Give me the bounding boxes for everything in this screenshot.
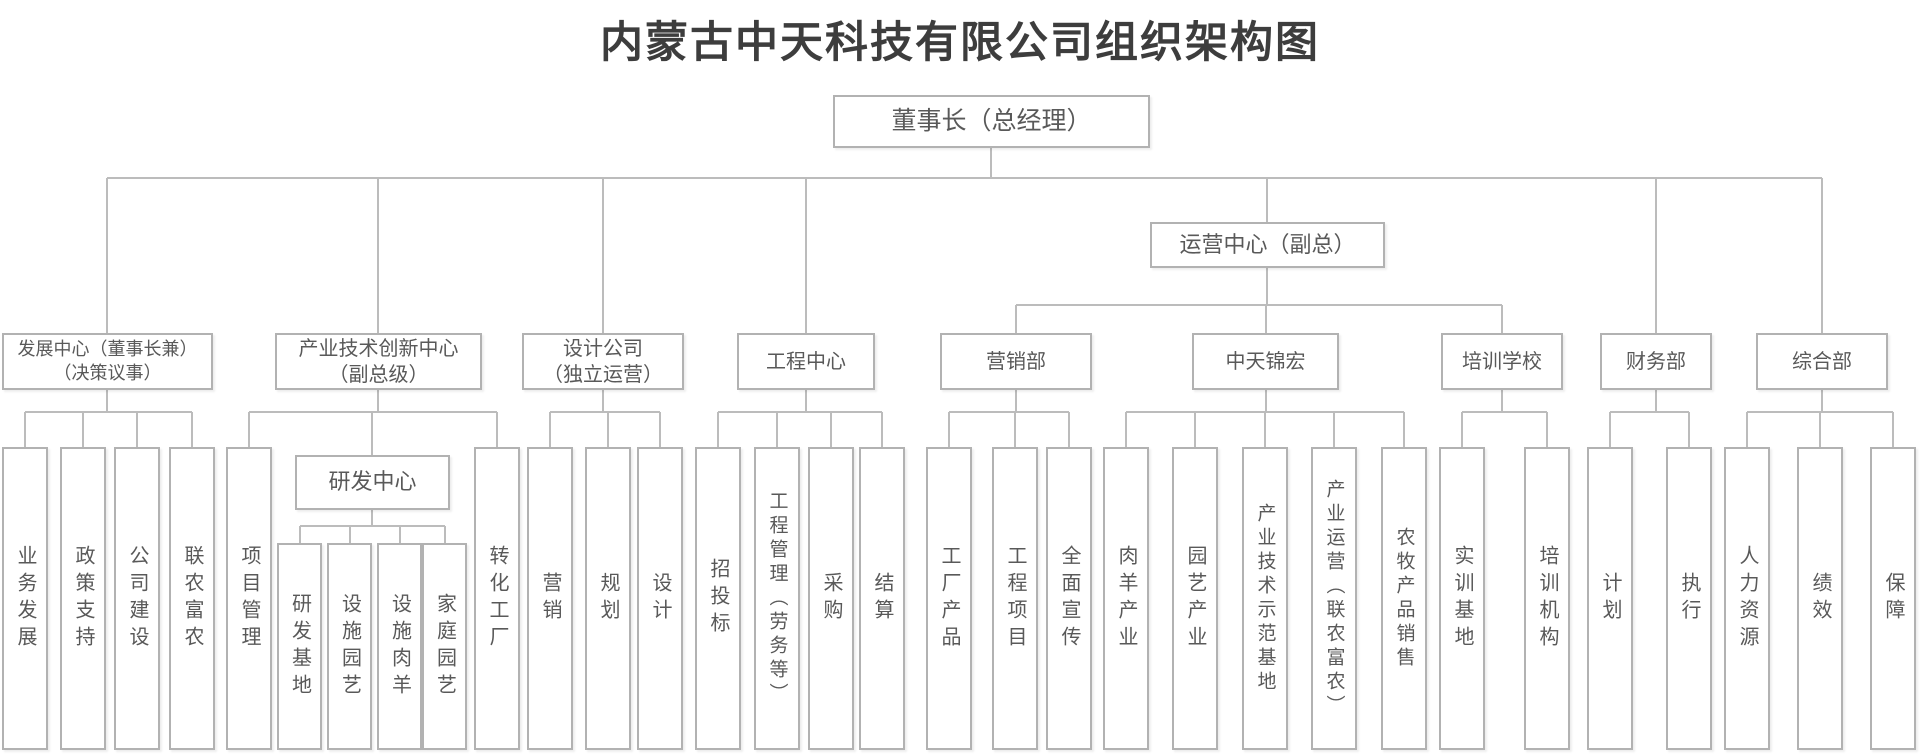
org-node-engineering-center: 工程中心	[737, 333, 875, 390]
org-leaf-facility-mutton-sheep: 设施肉羊	[377, 543, 422, 750]
org-leaf-industry-tech-demo-base: 产业技术示范基地	[1242, 447, 1288, 750]
org-node-industry-tech-innovation-center: 产业技术创新中心 （副总级）	[275, 333, 482, 390]
org-node-finance-dept: 财务部	[1600, 333, 1712, 390]
org-leaf-industry-operation: 产业运营（联农富农）	[1311, 447, 1357, 750]
org-leaf-rnd-base: 研发基地	[277, 543, 322, 750]
org-leaf-agri-product-sales: 农牧产品销售	[1381, 447, 1427, 750]
org-leaf-policy-support: 政策支持	[60, 447, 106, 750]
org-leaf-company-construction: 公司建设	[114, 447, 160, 750]
org-leaf-design-marketing: 营销	[527, 447, 573, 750]
org-leaf-bidding: 招投标	[695, 447, 741, 750]
org-leaf-horticulture-industry: 园艺产业	[1172, 447, 1218, 750]
dept-label-line1: 产业技术创新中心	[298, 337, 459, 360]
org-leaf-mutton-sheep-industry: 肉羊产业	[1103, 447, 1149, 750]
org-leaf-business-development: 业务发展	[2, 447, 48, 750]
org-leaf-home-horticulture: 家庭园艺	[422, 543, 467, 750]
org-leaf-human-resources: 人力资源	[1724, 447, 1770, 750]
org-node-marketing-dept: 营销部	[940, 333, 1092, 390]
org-leaf-planning: 规划	[585, 447, 631, 750]
org-node-development-center: 发展中心（董事长兼） （决策议事）	[2, 333, 213, 390]
org-leaf-design: 设计	[637, 447, 683, 750]
org-leaf-lianong-funong: 联农富农	[169, 447, 215, 750]
org-node-training-school: 培训学校	[1441, 333, 1563, 390]
org-leaf-settlement: 结算	[859, 447, 905, 750]
org-leaf-facility-horticulture: 设施园艺	[327, 543, 372, 750]
org-leaf-performance: 绩效	[1797, 447, 1843, 750]
org-leaf-conversion-factory: 转化工厂	[474, 447, 520, 750]
org-leaf-planning-finance: 计划	[1587, 447, 1633, 750]
dept-label-line2: （独立运营）	[543, 363, 663, 386]
org-leaf-factory-products: 工厂产品	[926, 447, 972, 750]
org-node-zhongtian-jinhong: 中天锦宏	[1192, 333, 1339, 390]
org-node-operations-center: 运营中心（副总）	[1150, 222, 1385, 268]
org-leaf-support: 保障	[1870, 447, 1916, 750]
org-node-rnd-center: 研发中心	[295, 455, 450, 510]
org-leaf-training-institution: 培训机构	[1524, 447, 1570, 750]
org-node-general-dept: 综合部	[1756, 333, 1888, 390]
org-leaf-engineering-projects: 工程项目	[992, 447, 1038, 750]
org-leaf-practical-training-base: 实训基地	[1439, 447, 1485, 750]
chart-title: 内蒙古中天科技有限公司组织架构图	[600, 20, 1320, 67]
dept-label-line2: （副总级）	[328, 363, 429, 386]
org-leaf-project-management-labor: 工程管理（劳务等）	[754, 447, 800, 750]
org-leaf-project-management: 项目管理	[226, 447, 272, 750]
org-leaf-execution: 执行	[1666, 447, 1712, 750]
dept-label-line1: 设计公司	[563, 337, 643, 360]
dept-label-line1: 发展中心（董事长兼）	[17, 339, 198, 360]
org-node-chairman: 董事长（总经理）	[833, 95, 1150, 148]
dept-label-line2: （决策议事）	[53, 362, 162, 383]
org-leaf-overall-publicity: 全面宣传	[1046, 447, 1092, 750]
org-node-design-company: 设计公司 （独立运营）	[522, 333, 684, 390]
org-leaf-procurement: 采购	[808, 447, 854, 750]
